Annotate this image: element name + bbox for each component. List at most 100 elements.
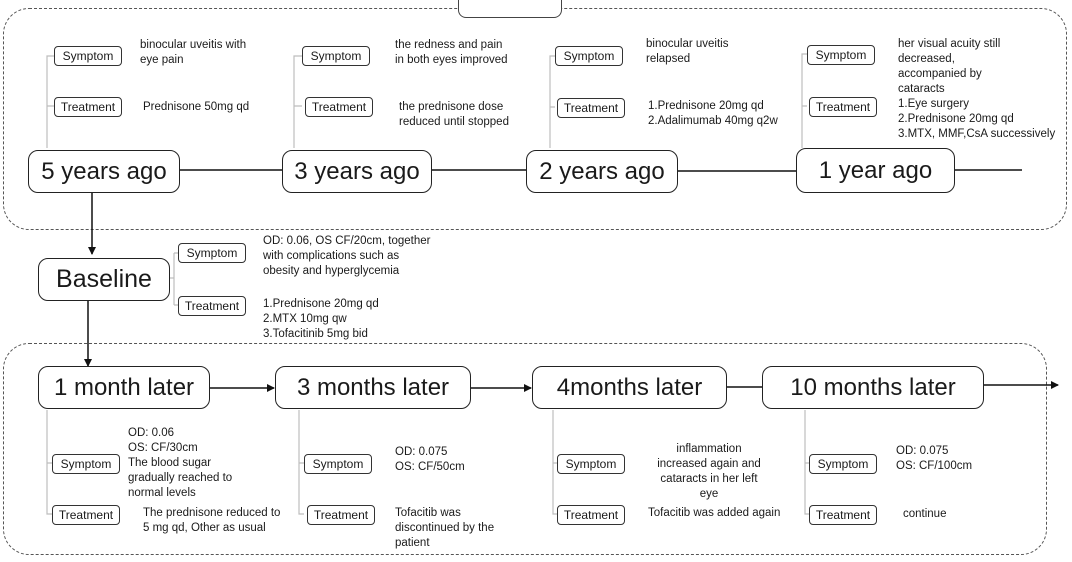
symptom-tag: Symptom: [555, 46, 623, 66]
symptom-tag: Symptom: [302, 46, 370, 66]
note-line: binocular uveitis: [646, 38, 729, 50]
symptom-note: inflammation increased again and catarac…: [648, 442, 770, 502]
node-label: Baseline: [56, 265, 152, 293]
note-line: patient: [395, 537, 430, 549]
note-line: cataracts: [898, 83, 945, 95]
symptom-note: the redness and pain in both eyes improv…: [395, 38, 508, 68]
symptom-tag: Symptom: [557, 454, 625, 474]
note-line: discontinued by the: [395, 522, 495, 534]
note-line: 3.MTX, MMF,CsA successively: [898, 128, 1056, 140]
note-line: the prednisone dose: [399, 101, 504, 113]
note-line: 2.MTX 10mg qw: [263, 313, 347, 325]
timeline-node-3-years-ago: 3 years ago: [282, 150, 432, 193]
note-line: OS: CF/50cm: [395, 461, 465, 473]
node-label: 1 year ago: [818, 156, 933, 184]
note-line: OD: 0.06: [128, 427, 175, 439]
symptom-note: her visual acuity still decreased, accom…: [898, 37, 1000, 97]
note-line: Tofacitib was added again: [648, 507, 781, 519]
node-label: 3 months later: [296, 373, 450, 401]
note-line: continue: [903, 508, 947, 520]
note-line: 1.Prednisone 20mg qd: [648, 100, 764, 112]
treatment-note: Tofacitib was discontinued by the patien…: [395, 506, 494, 551]
treatment-note: Prednisone 50mg qd: [143, 100, 249, 115]
node-label: 2 years ago: [539, 157, 665, 185]
note-line: binocular uveitis with: [140, 39, 247, 51]
treatment-tag: Treatment: [305, 97, 373, 117]
note-line: OD: 0.06, OS CF/20cm, together: [263, 235, 431, 247]
note-line: in both eyes improved: [395, 54, 508, 66]
treatment-tag: Treatment: [52, 505, 120, 525]
treatment-tag: Treatment: [54, 97, 122, 117]
note-line: The prednisone reduced to: [143, 507, 281, 519]
symptom-tag: Symptom: [304, 454, 372, 474]
note-line: eye pain: [140, 54, 184, 66]
note-line: Tofacitib was: [395, 507, 461, 519]
timeline-node-3-months-later: 3 months later: [275, 366, 471, 409]
treatment-note: Tofacitib was added again: [648, 506, 780, 521]
note-line: obesity and hyperglycemia: [263, 265, 400, 277]
note-line: her visual acuity still: [898, 38, 1001, 50]
treatment-tag: Treatment: [809, 97, 877, 117]
note-line: with complications such as: [263, 250, 400, 262]
symptom-note: OD: 0.075 OS: CF/50cm: [395, 445, 465, 475]
symptom-tag: Symptom: [807, 45, 875, 65]
note-line: normal levels: [128, 487, 196, 499]
node-label: 5 years ago: [41, 157, 167, 185]
note-line: OD: 0.075: [395, 446, 448, 458]
note-line: OS: CF/100cm: [896, 460, 973, 472]
symptom-tag: Symptom: [809, 454, 877, 474]
note-line: The blood sugar: [128, 457, 212, 469]
treatment-tag: Treatment: [557, 505, 625, 525]
note-line: accompanied by: [898, 68, 982, 80]
note-line: gradually reached to: [128, 472, 233, 484]
symptom-note: OD: 0.06 OS: CF/30cm The blood sugar gra…: [128, 426, 232, 501]
note-line: 2.Adalimumab 40mg q2w: [648, 115, 778, 127]
treatment-tag: Treatment: [557, 98, 625, 118]
symptom-note: binocular uveitis relapsed: [646, 37, 728, 67]
note-line: decreased,: [898, 53, 955, 65]
note-line: 5 mg qd, Other as usual: [143, 522, 266, 534]
frame-tab: [458, 0, 562, 18]
note-line: inflammation: [676, 443, 742, 455]
note-line: 2.Prednisone 20mg qd: [898, 113, 1014, 125]
symptom-note: binocular uveitis with eye pain: [140, 38, 246, 68]
note-line: 3.Tofacitinib 5mg bid: [263, 328, 368, 340]
note-line: Prednisone 50mg qd: [143, 101, 250, 113]
note-line: relapsed: [646, 53, 691, 65]
node-label: 1 month later: [53, 373, 195, 401]
treatment-tag: Treatment: [809, 505, 877, 525]
timeline-node-5-years-ago: 5 years ago: [28, 150, 180, 193]
treatment-note: 1.Prednisone 20mg qd 2.Adalimumab 40mg q…: [648, 99, 778, 129]
treatment-note: continue: [903, 507, 946, 522]
note-line: increased again and: [657, 458, 761, 470]
timeline-node-4months-later: 4months later: [532, 366, 727, 409]
note-line: OS: CF/30cm: [128, 442, 198, 454]
treatment-note: The prednisone reduced to 5 mg qd, Other…: [143, 506, 280, 536]
timeline-node-1-year-ago: 1 year ago: [796, 148, 955, 193]
note-line: the redness and pain: [395, 39, 503, 51]
timeline-node-2-years-ago: 2 years ago: [526, 150, 678, 193]
treatment-tag: Treatment: [307, 505, 375, 525]
node-label: 10 months later: [790, 373, 956, 401]
treatment-note: 1.Prednisone 20mg qd 2.MTX 10mg qw 3.Tof…: [263, 297, 379, 342]
timeline-node-1-month-later: 1 month later: [38, 366, 210, 409]
timeline-node-10-months-later: 10 months later: [762, 366, 984, 409]
symptom-tag: Symptom: [52, 454, 120, 474]
symptom-note: OD: 0.06, OS CF/20cm, together with comp…: [263, 234, 430, 279]
note-line: cataracts in her left: [660, 473, 758, 485]
note-line: reduced until stopped: [399, 116, 509, 128]
timeline-node-baseline: Baseline: [38, 258, 170, 301]
symptom-tag: Symptom: [178, 243, 246, 263]
node-label: 4months later: [556, 373, 703, 401]
note-line: 1.Eye surgery: [898, 98, 969, 110]
note-line: 1.Prednisone 20mg qd: [263, 298, 379, 310]
node-label: 3 years ago: [294, 157, 420, 185]
follow-up-frame: [3, 343, 1047, 555]
note-line: eye: [699, 488, 719, 500]
note-line: OD: 0.075: [896, 445, 949, 457]
treatment-note: 1.Eye surgery 2.Prednisone 20mg qd 3.MTX…: [898, 97, 1055, 142]
symptom-tag: Symptom: [54, 46, 122, 66]
treatment-tag: Treatment: [178, 296, 246, 316]
treatment-note: the prednisone dose reduced until stoppe…: [399, 100, 509, 130]
symptom-note: OD: 0.075 OS: CF/100cm: [896, 444, 972, 474]
